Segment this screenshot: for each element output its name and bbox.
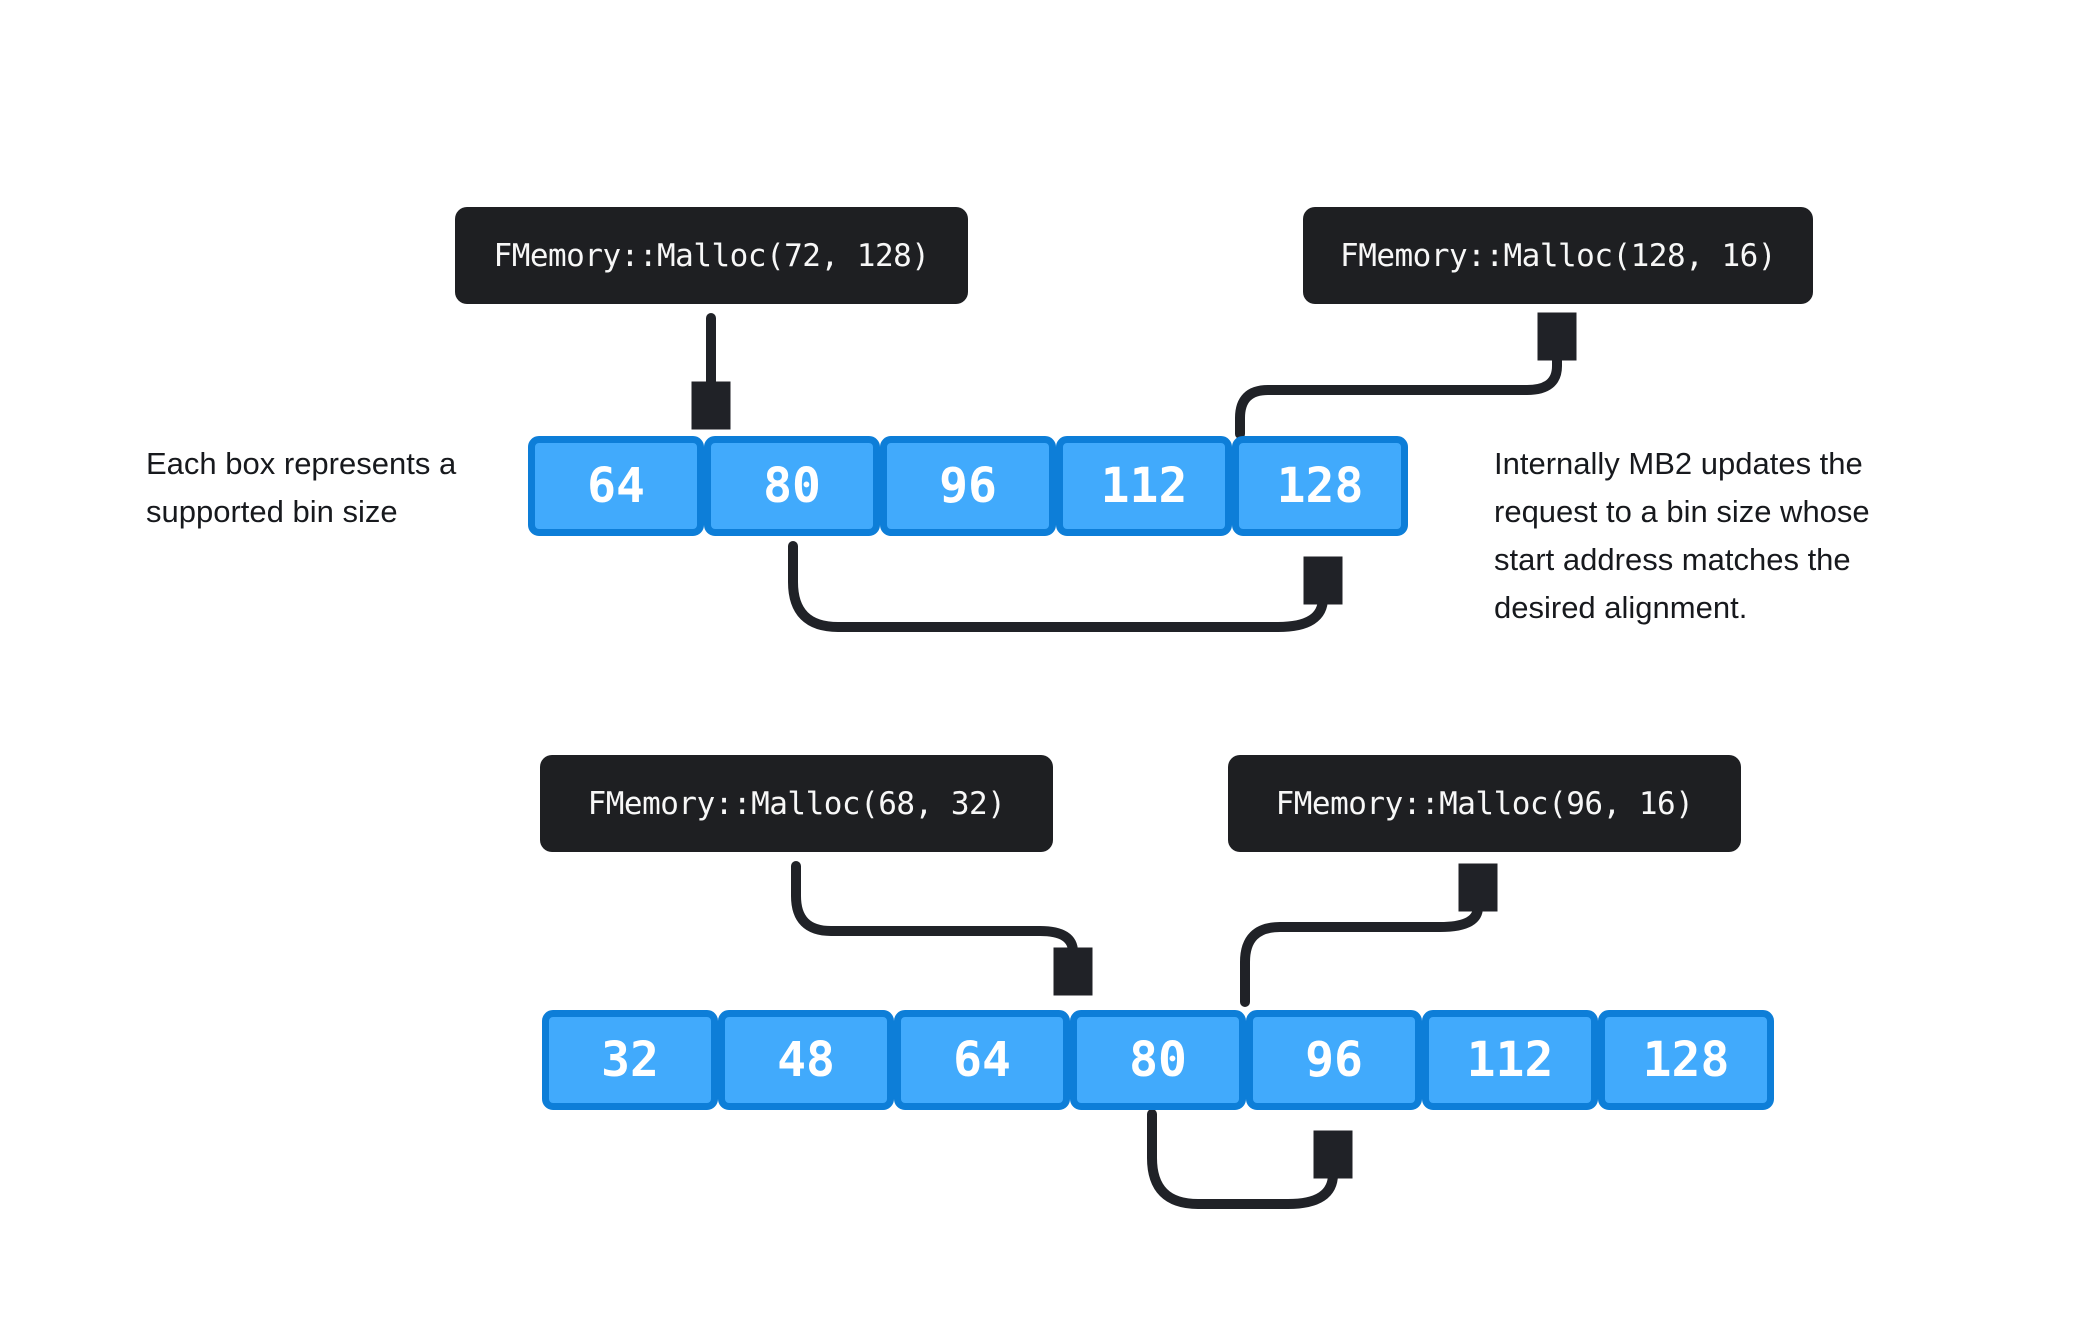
bottom-bin-64: 64 <box>894 1010 1070 1110</box>
top-bin-80: 80 <box>704 436 880 536</box>
arrow-malloc68-to-bin80 <box>791 861 1073 956</box>
bottom-bin-128: 128 <box>1598 1010 1774 1110</box>
bottom-bin-80: 80 <box>1070 1010 1246 1110</box>
malloc-call-96-16: FMemory::Malloc(96, 16) <box>1228 755 1741 852</box>
top-bin-128: 128 <box>1232 436 1408 536</box>
left-note-line-2: supported bin size <box>146 494 398 529</box>
left-note: Each box represents a supported bin size <box>146 440 456 536</box>
malloc-call-128-16: FMemory::Malloc(128, 16) <box>1303 207 1813 304</box>
right-note-line-3: start address matches the <box>1494 542 1851 577</box>
malloc-call-72-128: FMemory::Malloc(72, 128) <box>455 207 968 304</box>
right-note-line-2: request to a bin size whose <box>1494 494 1870 529</box>
bottom-bin-row: 32 48 64 80 96 112 128 <box>542 1010 1774 1110</box>
right-note-line-1: Internally MB2 updates the <box>1494 446 1863 481</box>
arrow-bin80-to-bin128 <box>788 541 1323 632</box>
arrow-bin80-to-bin96 <box>1147 1109 1333 1209</box>
bottom-bin-112: 112 <box>1422 1010 1598 1110</box>
top-bin-row: 64 80 96 112 128 <box>528 436 1408 536</box>
bottom-bin-96: 96 <box>1246 1010 1422 1110</box>
bottom-bin-32: 32 <box>542 1010 718 1110</box>
left-note-line-1: Each box represents a <box>146 446 457 481</box>
arrow-bin128-to-malloc128 <box>1235 352 1557 439</box>
top-bin-112: 112 <box>1056 436 1232 536</box>
top-bin-96: 96 <box>880 436 1056 536</box>
right-note: Internally MB2 updates the request to a … <box>1494 440 1870 632</box>
malloc-call-68-32: FMemory::Malloc(68, 32) <box>540 755 1053 852</box>
top-bin-64: 64 <box>528 436 704 536</box>
arrow-bin96-to-malloc96 <box>1240 903 1478 1007</box>
bottom-bin-48: 48 <box>718 1010 894 1110</box>
right-note-line-4: desired alignment. <box>1494 590 1748 625</box>
